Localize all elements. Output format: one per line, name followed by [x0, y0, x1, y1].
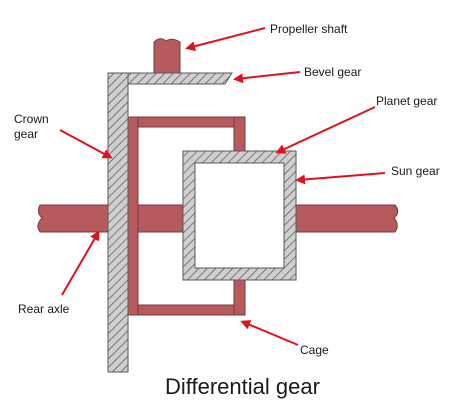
rear-axle-right [273, 204, 399, 233]
label-cage: Cage [300, 343, 329, 357]
planet-gear-shaft-bottom [233, 279, 246, 316]
arrow-cage [240, 320, 299, 346]
label-sun-gear: Sun gear [391, 164, 440, 178]
planet-gear-shaft-top [233, 116, 246, 152]
label-propeller-shaft: Propeller shaft [270, 22, 348, 36]
diagram-caption: Differential gear [165, 374, 320, 399]
bevel-gear [127, 72, 233, 85]
label-bevel-gear: Bevel gear [304, 65, 361, 79]
planet-gear [182, 150, 297, 281]
label-crown-gear-line1: Crown [14, 112, 49, 126]
arrow-planet-gear [275, 106, 376, 154]
arrow-propeller-shaft [185, 27, 266, 52]
arrow-sun-gear [295, 172, 386, 185]
cage [127, 116, 246, 316]
crown-gear [107, 72, 129, 373]
cage-top-bar [127, 116, 246, 128]
label-planet-gear: Planet gear [376, 94, 437, 108]
propeller-shaft [153, 38, 181, 76]
arrows [59, 27, 386, 346]
cage-left-post [127, 116, 139, 316]
arrow-bevel-gear [233, 71, 301, 84]
label-rear-axle: Rear axle [18, 302, 70, 316]
arrow-rear-axle [61, 230, 100, 296]
label-crown-gear-line2: gear [14, 127, 38, 141]
cage-bottom-bar [127, 304, 246, 316]
arrow-crown-gear [59, 129, 113, 159]
